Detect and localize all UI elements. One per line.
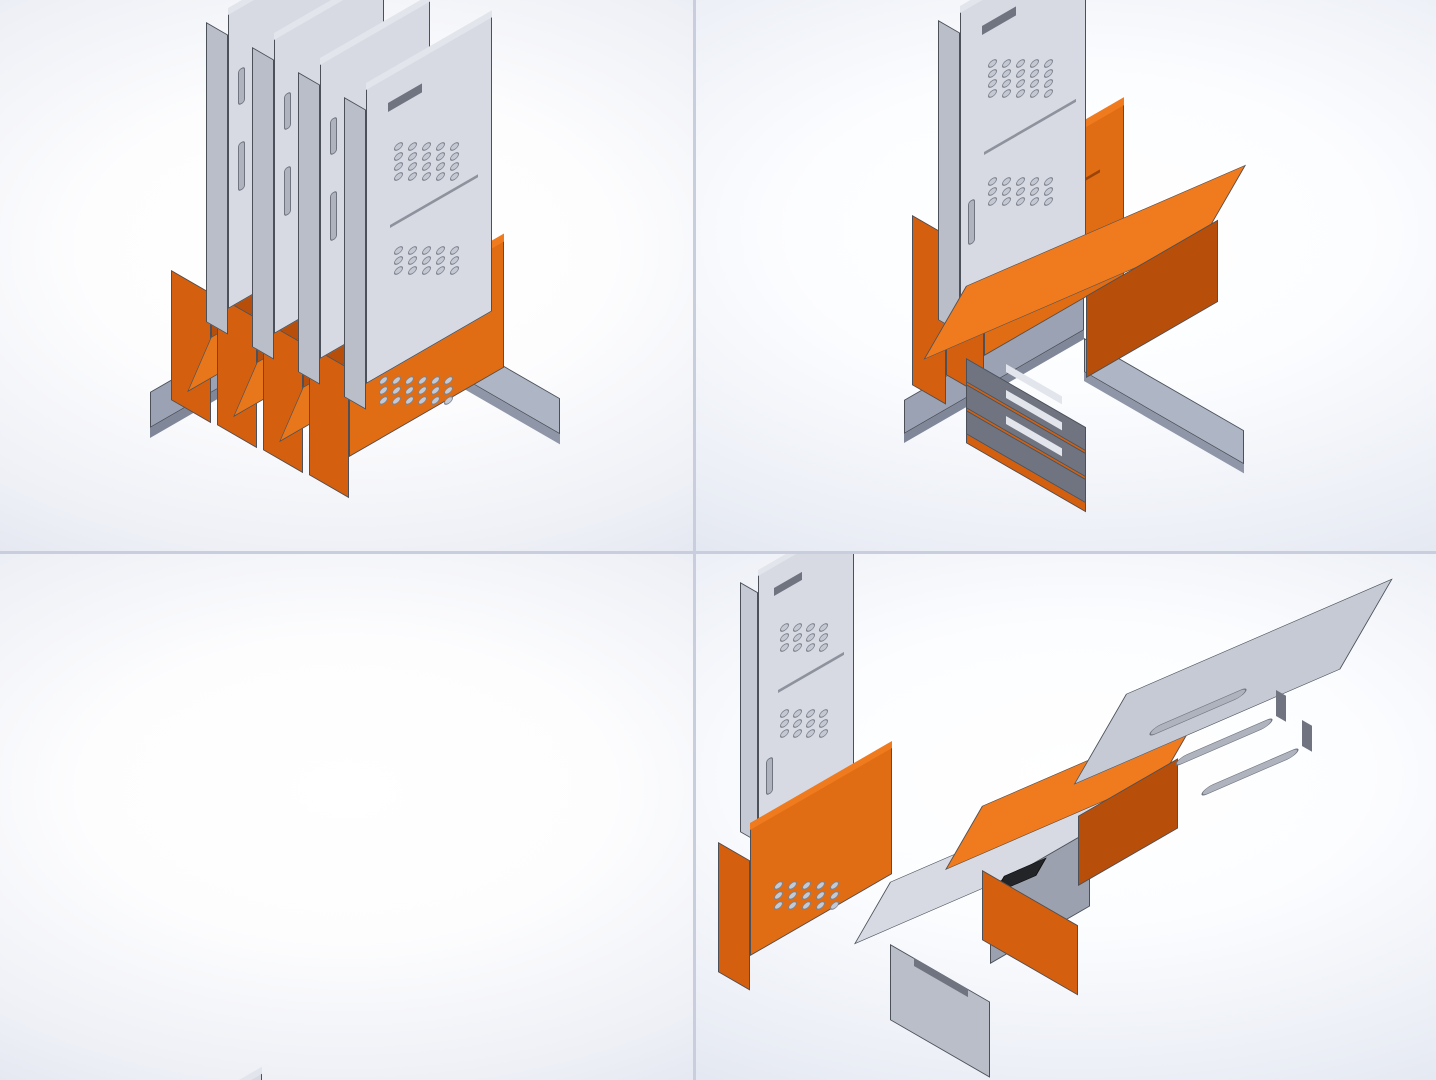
exploded-sled-vent-lower [780, 707, 829, 740]
sled-vent-pattern-tl-lower [394, 244, 461, 277]
view-bottom-right [694, 552, 1436, 1080]
view-top-left [0, 0, 694, 552]
sled-vent-pattern-tl [394, 140, 461, 183]
view-top-right [694, 0, 1436, 552]
sheet-divider-vertical [693, 0, 696, 1080]
exploded-sled-vent-upper [780, 621, 829, 654]
view-bottom-left [0, 552, 694, 1080]
exploded-divider-vent [774, 879, 841, 912]
vent-hole-pattern-tl [379, 374, 454, 407]
sled-vent-pattern-tr-lower [988, 175, 1055, 208]
sheet-divider-horizontal [0, 551, 1436, 554]
sled-vent-pattern-tr [988, 57, 1055, 100]
viewport-background-bottom-left [0, 552, 694, 1080]
